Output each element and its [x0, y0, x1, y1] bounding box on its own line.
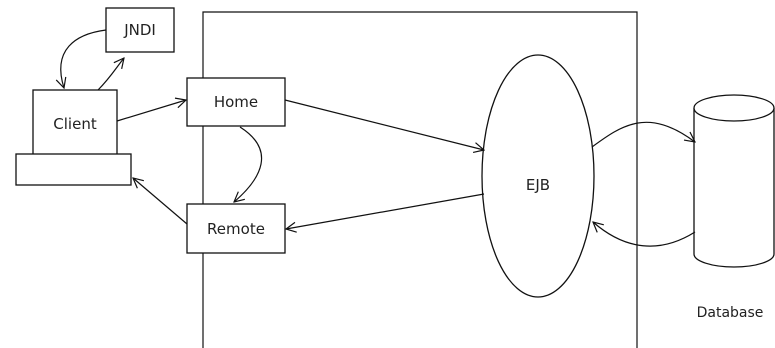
database-top [693, 94, 775, 122]
arrow-remote-to-client [133, 178, 188, 225]
arrow-client-to-home [116, 100, 186, 122]
jndi-label: JNDI [123, 21, 156, 39]
arrow-home-to-remote [234, 126, 263, 202]
client-keyboard [15, 153, 132, 186]
arrow-home-to-ejb [284, 99, 484, 150]
remote-label: Remote [207, 220, 265, 238]
home-box [186, 77, 286, 127]
arrow-ejb-to-remote [286, 193, 485, 229]
container-frame [202, 11, 638, 348]
jndi-box [105, 7, 175, 53]
database-cylinder [693, 108, 775, 268]
arrow-ejb-to-database [591, 121, 695, 148]
arrow-database-to-ejb [593, 222, 696, 247]
home-label: Home [214, 93, 258, 111]
client-label: Client [53, 115, 97, 133]
ejb-label: EJB [526, 176, 550, 194]
arrow-client-to-jndi [97, 58, 124, 91]
database-label: Database [697, 305, 764, 321]
arrow-jndi-to-client [61, 29, 107, 88]
ejb-ellipse [481, 54, 595, 298]
